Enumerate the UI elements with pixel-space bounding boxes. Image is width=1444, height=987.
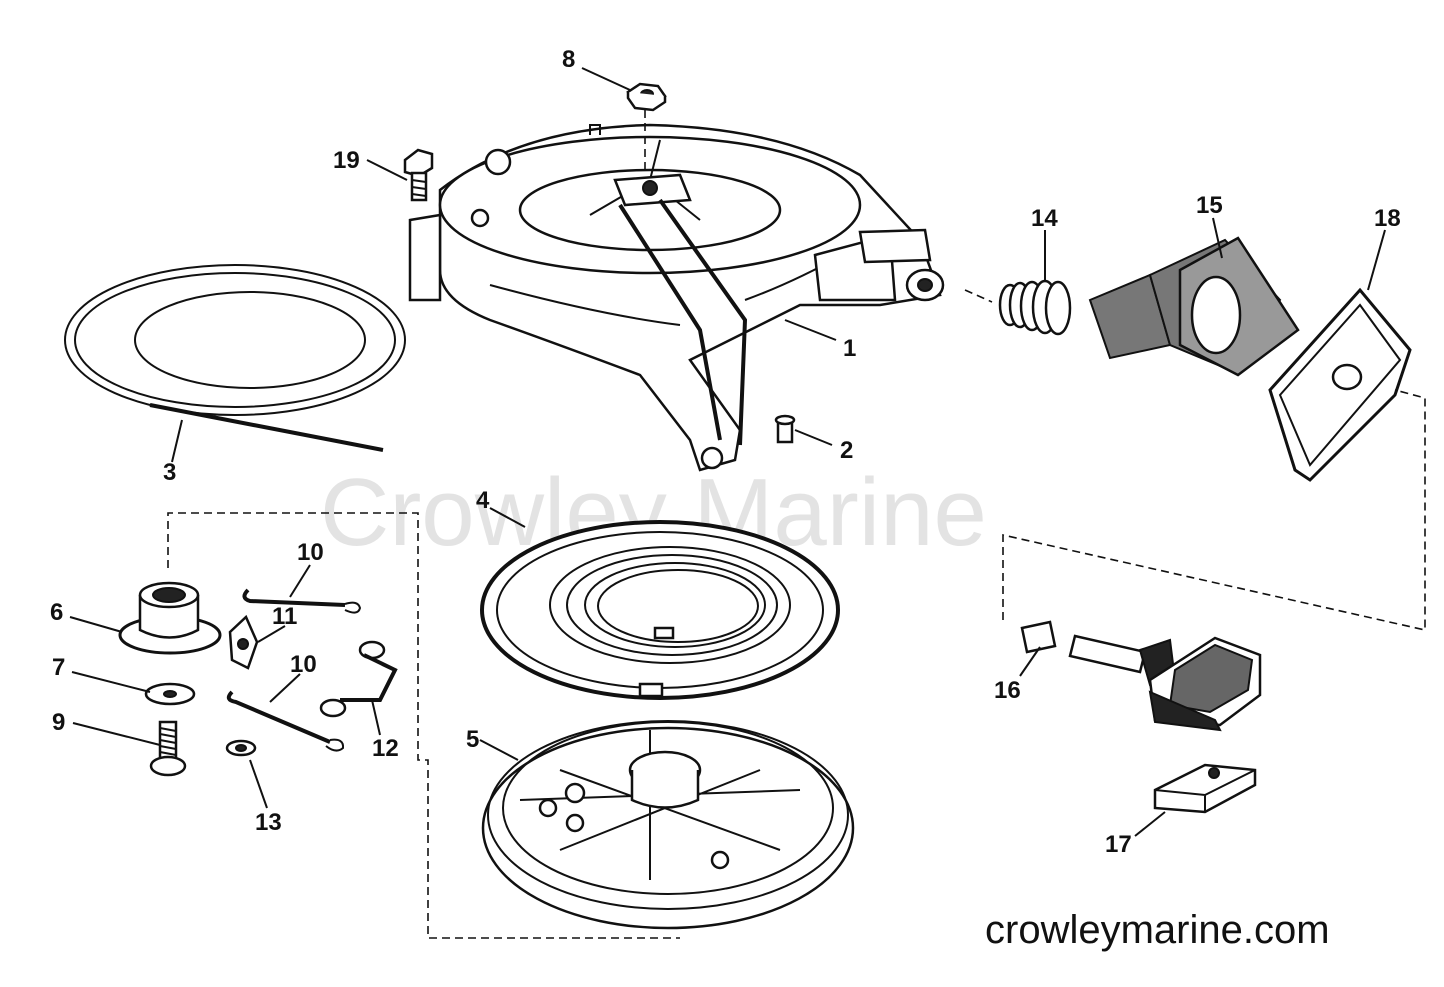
callout-3: 3 — [163, 459, 176, 486]
part-8-nut — [626, 82, 667, 112]
callout-8: 8 — [562, 46, 575, 73]
part-13-clip — [225, 739, 257, 757]
part-16-handle — [1020, 620, 1262, 732]
part-11-pawl — [228, 614, 259, 670]
callout-4: 4 — [476, 487, 490, 514]
part-12-link — [319, 640, 398, 718]
callout-17: 17 — [1105, 831, 1132, 858]
part-5-rope-pulley — [481, 720, 855, 930]
callout-1: 1 — [843, 335, 856, 362]
callout-12: 12 — [372, 735, 399, 762]
part-17-insert — [1153, 763, 1257, 814]
part-19-screw — [403, 148, 434, 202]
callout-10-upper: 10 — [297, 539, 324, 566]
part-3-rope — [64, 264, 406, 452]
part-14-spring — [998, 279, 1072, 336]
part-15-rope-guide — [1088, 236, 1300, 377]
callout-19: 19 — [333, 147, 360, 174]
callout-10-lower: 10 — [290, 651, 317, 678]
callout-7: 7 — [52, 654, 65, 681]
part-6-bushing — [118, 581, 222, 655]
callout-labels: 1 2 3 4 5 6 7 8 9 10 10 11 12 13 14 15 1… — [50, 46, 1401, 858]
callout-2: 2 — [840, 437, 853, 464]
callout-11: 11 — [272, 603, 297, 630]
callout-9: 9 — [52, 709, 65, 736]
part-10-spring-upper — [242, 588, 362, 614]
dashed-box-left — [167, 512, 680, 939]
callout-6: 6 — [50, 599, 63, 626]
dashed-box-right — [1002, 389, 1426, 632]
dashed-spring-axis — [964, 289, 993, 303]
callout-5: 5 — [466, 726, 479, 753]
part-10-spring-lower — [226, 690, 345, 752]
part-1-housing — [408, 123, 945, 472]
callout-13: 13 — [255, 809, 282, 836]
website-caption: crowleymarine.com — [985, 908, 1330, 952]
callout-14: 14 — [1031, 205, 1058, 232]
leader-lines — [69, 67, 1386, 837]
callout-18: 18 — [1374, 205, 1401, 232]
part-4-recoil-spring — [480, 520, 840, 700]
part-18-plate — [1268, 287, 1412, 482]
callout-15: 15 — [1196, 192, 1223, 219]
part-9-bolt — [149, 720, 187, 777]
part-2-screw — [774, 414, 796, 444]
callout-16: 16 — [994, 677, 1021, 704]
part-7-washer — [144, 682, 196, 706]
